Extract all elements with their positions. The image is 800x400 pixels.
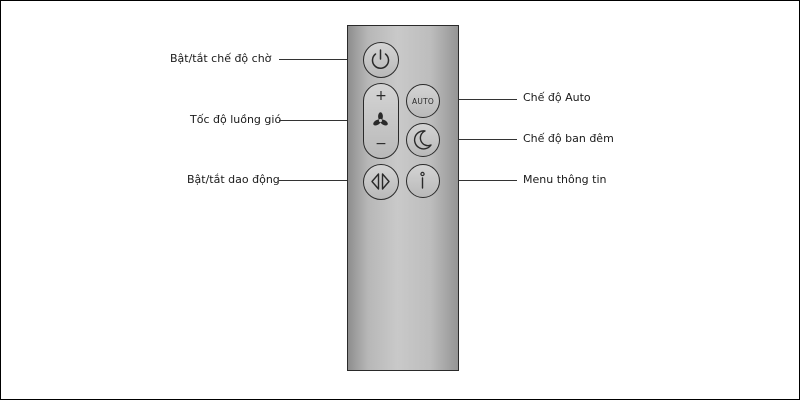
leader-line-airflow-speed [279,120,363,121]
label-info-menu: Menu thông tin [523,173,607,186]
moon-icon [413,130,432,150]
power-button[interactable] [363,42,399,78]
auto-button-label: AUTO [412,96,434,106]
leader-line-oscillation [279,180,363,181]
night-mode-button[interactable] [406,123,440,157]
label-night-mode: Chế độ ban đêm [523,132,614,145]
auto-button[interactable]: AUTO [406,84,440,118]
remote-control: + − AUTO [347,25,459,371]
label-oscillation: Bật/tắt dao động [187,173,280,186]
leader-line-night [441,139,517,140]
info-icon [420,171,425,189]
label-auto-mode: Chế độ Auto [523,91,591,104]
leader-line-standby [279,59,349,60]
speed-minus-symbol[interactable]: − [375,136,387,152]
speed-plus-symbol[interactable]: + [375,88,387,104]
fan-icon [373,112,388,126]
oscillation-button[interactable] [363,164,399,200]
info-button[interactable] [406,164,440,198]
label-airflow-speed: Tốc độ luồng gió [190,113,282,126]
power-icon [371,49,390,69]
leader-line-info [441,180,517,181]
leader-line-auto [441,99,517,100]
oscillation-icon [371,173,390,190]
speed-control[interactable]: + − [363,83,399,159]
label-standby: Bật/tắt chế độ chờ [170,52,272,65]
